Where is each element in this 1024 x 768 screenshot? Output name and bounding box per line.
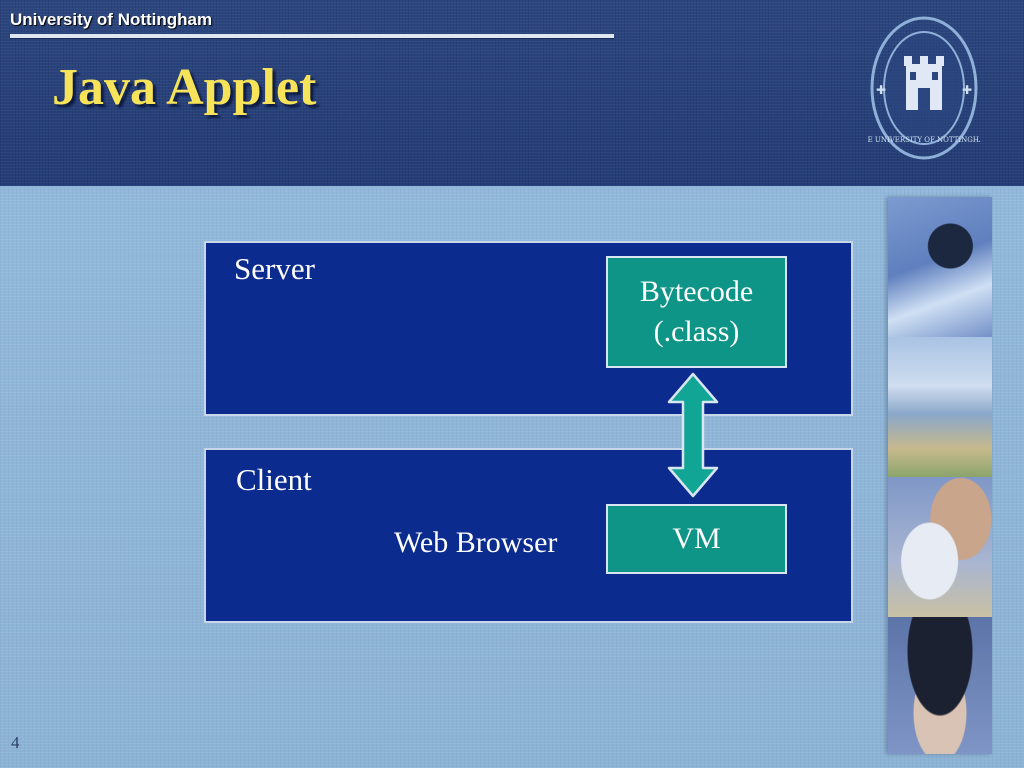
photo-building	[888, 337, 992, 477]
photo-hand-mouse	[888, 477, 992, 617]
photo-student-headset	[888, 197, 992, 337]
header-rule	[10, 34, 614, 39]
bytecode-box: Bytecode (.class)	[606, 256, 787, 368]
web-browser-label: Web Browser	[394, 526, 558, 559]
university-crest-icon: ✚ ✚ THE UNIVERSITY OF NOTTINGHAM	[868, 16, 980, 160]
slide-title: Java Applet	[52, 59, 317, 116]
server-label: Server	[234, 251, 315, 286]
bytecode-line1: Bytecode	[639, 275, 754, 308]
crest-text: THE UNIVERSITY OF NOTTINGHAM	[868, 136, 980, 144]
page-number: 4	[11, 733, 20, 752]
double-arrow-icon	[667, 372, 719, 498]
slide-header: University of Nottingham Java Applet ✚ ✚…	[0, 0, 1024, 186]
client-label: Client	[236, 462, 312, 497]
client-panel: Client Web Browser VM	[204, 448, 853, 623]
vm-label: VM	[672, 522, 721, 555]
svg-text:✚: ✚	[962, 83, 972, 97]
university-name: University of Nottingham	[10, 10, 213, 29]
photo-strip	[888, 197, 992, 754]
server-panel: Server Bytecode (.class)	[204, 241, 853, 416]
vm-box: VM	[606, 504, 787, 574]
bytecode-line2: (.class)	[653, 315, 740, 348]
svg-text:✚: ✚	[876, 83, 886, 97]
photo-person-cap	[888, 617, 992, 754]
